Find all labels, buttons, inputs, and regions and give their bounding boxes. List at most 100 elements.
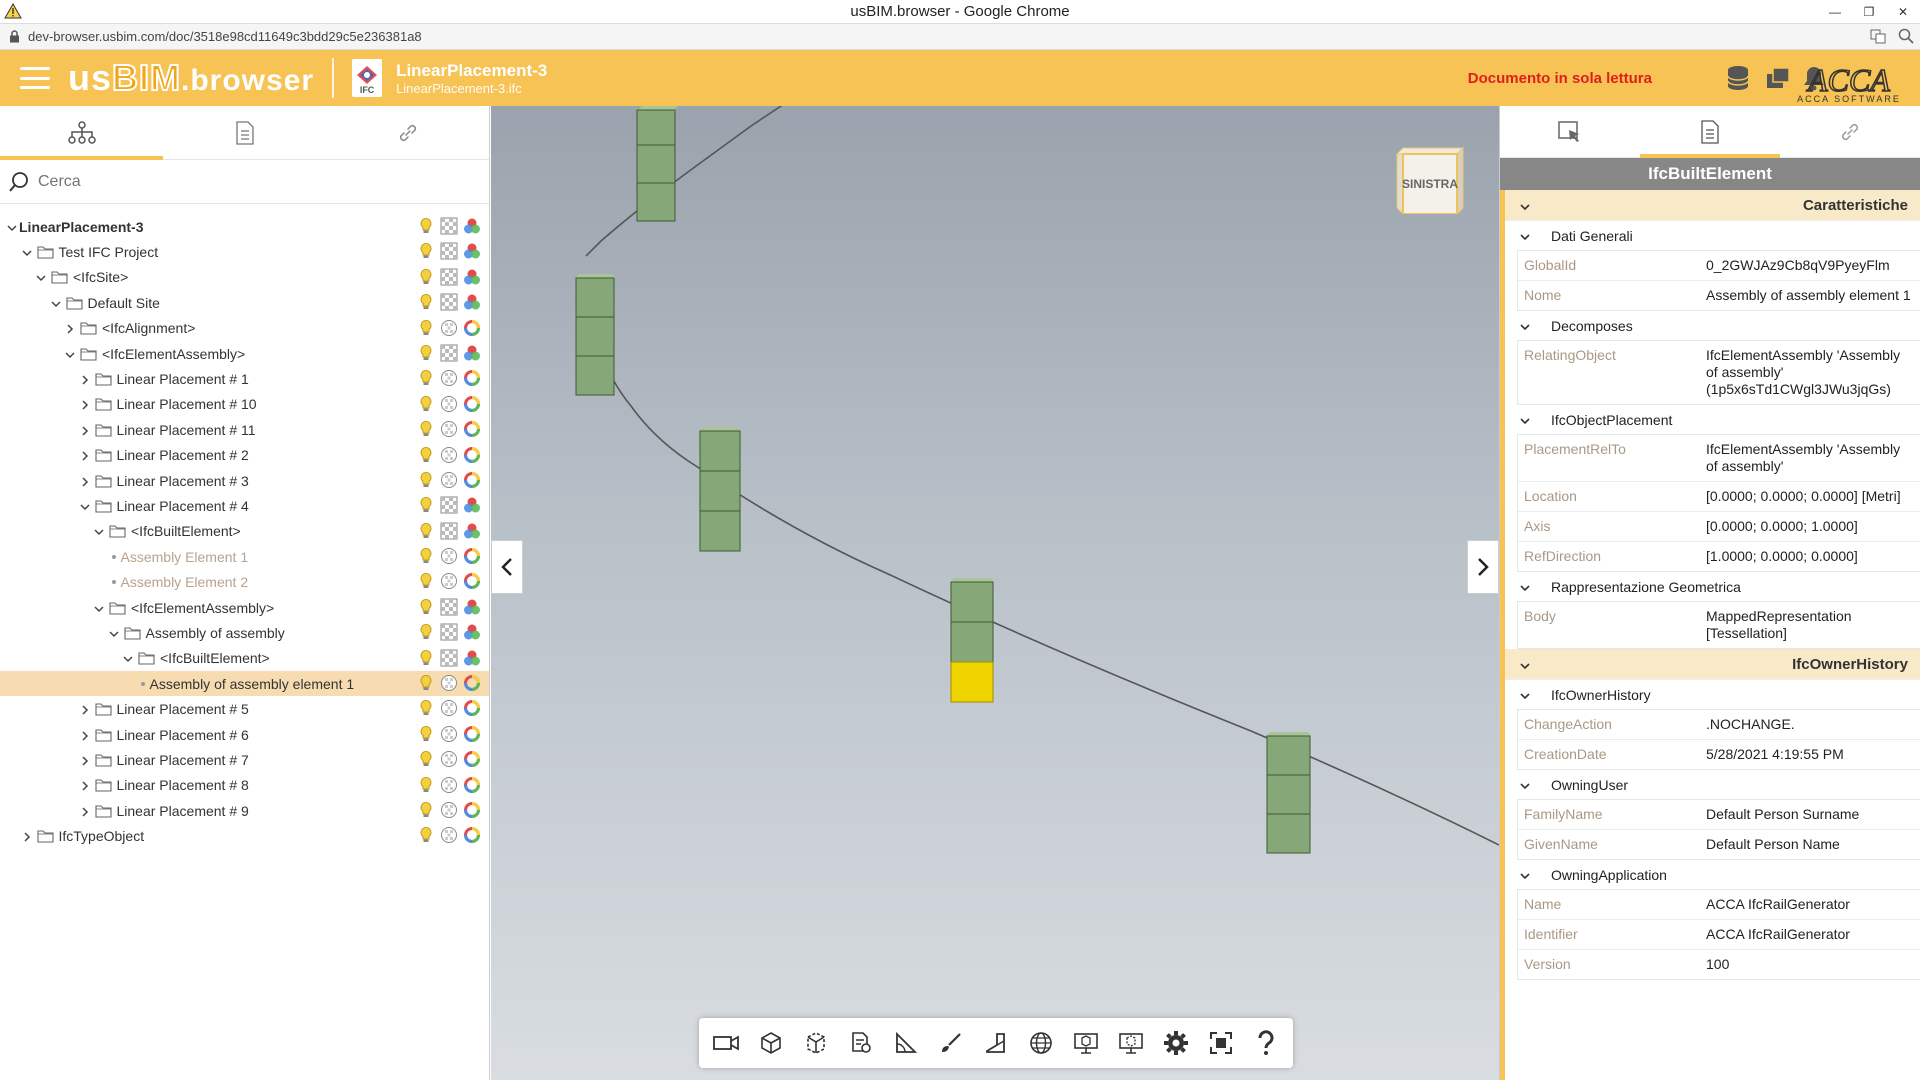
color-icon[interactable] [463,522,481,540]
presentation-icon[interactable] [1071,1028,1101,1058]
viewer-next-button[interactable] [1467,540,1499,594]
chevron-down-icon[interactable] [6,221,18,233]
color-icon[interactable] [463,344,481,362]
visibility-bulb-icon[interactable] [417,649,435,667]
tree-label[interactable]: <IfcBuiltElement> [131,523,241,540]
tree-label[interactable]: Assembly Element 2 [120,574,249,591]
chevron-right-icon[interactable] [79,754,91,766]
presentation-alt-icon[interactable] [1116,1028,1146,1058]
tab-selection-info[interactable] [1500,106,1640,157]
chevron-right-icon[interactable] [79,805,91,817]
tree-row[interactable]: Assembly Element 2 [0,569,489,594]
element-block-4[interactable] [950,578,994,703]
tree-label[interactable]: Linear Placement # 1 [116,371,249,388]
translate-icon[interactable] [1870,28,1886,44]
chevron-right-icon[interactable] [79,729,91,741]
color-icon[interactable] [463,496,481,514]
visibility-bulb-icon[interactable] [417,674,435,692]
visibility-bulb-icon[interactable] [417,725,435,743]
chevron-right-icon[interactable] [79,475,91,487]
visibility-bulb-icon[interactable] [417,776,435,794]
property-group-header[interactable]: Rappresentazione Geometrica [1505,572,1920,601]
chevron-down-icon[interactable] [21,246,33,258]
windows-icon[interactable] [1764,64,1792,92]
chevron-down-icon[interactable] [93,602,105,614]
chevron-down-icon[interactable] [1519,230,1531,246]
tree-label[interactable]: Assembly of assembly [145,624,285,641]
transparency-icon[interactable] [440,268,458,286]
tree-row[interactable]: Test IFC Project [0,239,489,264]
transparency-icon[interactable] [440,725,458,743]
3d-cube-icon[interactable] [756,1028,786,1058]
tab-links[interactable] [326,106,489,159]
property-group-header[interactable]: OwningApplication [1505,860,1920,889]
gear-icon[interactable] [1161,1028,1191,1058]
transparency-icon[interactable] [440,750,458,768]
visibility-bulb-icon[interactable] [417,547,435,565]
tree-row[interactable]: Linear Placement # 7 [0,747,489,772]
visibility-bulb-icon[interactable] [417,750,435,768]
address-bar[interactable]: dev-browser.usbim.com/doc/3518e98cd11649… [0,24,1920,50]
color-icon[interactable] [463,598,481,616]
color-icon[interactable] [463,776,481,794]
color-icon[interactable] [463,826,481,844]
transparency-icon[interactable] [440,293,458,311]
tree-row[interactable]: Linear Placement # 4 [0,493,489,518]
color-icon[interactable] [463,649,481,667]
color-icon[interactable] [463,801,481,819]
tree-label[interactable]: <IfcAlignment> [102,320,196,337]
transparency-icon[interactable] [440,801,458,819]
tree-label[interactable]: Linear Placement # 2 [116,447,249,464]
chevron-down-icon[interactable] [93,525,105,537]
chevron-down-icon[interactable] [1519,689,1531,705]
transparency-icon[interactable] [440,242,458,260]
tree-label[interactable]: Linear Placement # 9 [116,802,249,819]
visibility-bulb-icon[interactable] [417,395,435,413]
tree-label[interactable]: Linear Placement # 11 [116,421,256,438]
section-box-icon[interactable] [801,1028,831,1058]
viewer-prev-button[interactable] [491,540,523,594]
transparency-icon[interactable] [440,649,458,667]
tree-label[interactable]: <IfcElementAssembly> [102,345,246,362]
tree-label[interactable]: Assembly Element 1 [120,548,249,565]
transparency-icon[interactable] [440,217,458,235]
color-icon[interactable] [463,725,481,743]
visibility-bulb-icon[interactable] [417,420,435,438]
visibility-bulb-icon[interactable] [417,293,435,311]
tree-row[interactable]: Linear Placement # 10 [0,392,489,417]
tree-label[interactable]: Test IFC Project [58,244,159,261]
tree-row[interactable]: <IfcSite> [0,265,489,290]
property-group-header[interactable]: IfcOwnerHistory [1505,680,1920,709]
tree-row[interactable]: Linear Placement # 11 [0,417,489,442]
transparency-icon[interactable] [440,623,458,641]
tab-document-list[interactable] [163,106,326,159]
tree-label[interactable]: Linear Placement # 4 [116,497,249,514]
tab-properties[interactable] [1640,106,1780,158]
chevron-down-icon[interactable] [35,271,47,283]
chevron-down-icon[interactable] [1519,581,1531,597]
color-icon[interactable] [463,471,481,489]
view-cube[interactable]: SINISTRA [1393,146,1465,214]
globe-icon[interactable] [1026,1028,1056,1058]
tree-row[interactable]: <IfcElementAssembly> [0,341,489,366]
chevron-down-icon[interactable] [1519,320,1531,336]
property-group-header[interactable]: IfcObjectPlacement [1505,405,1920,434]
chevron-down-icon[interactable] [1519,414,1531,430]
chevron-down-icon[interactable] [122,652,134,664]
tree-row[interactable]: Linear Placement # 9 [0,798,489,823]
tree-row[interactable]: Default Site [0,290,489,315]
visibility-bulb-icon[interactable] [417,522,435,540]
menu-icon[interactable] [20,67,50,89]
color-icon[interactable] [463,623,481,641]
chevron-down-icon[interactable] [64,348,76,360]
element-block-3[interactable] [699,427,741,552]
chevron-right-icon[interactable] [79,398,91,410]
visibility-bulb-icon[interactable] [417,268,435,286]
database-icon[interactable] [1724,64,1752,92]
tree-label[interactable]: <IfcElementAssembly> [131,599,275,616]
tree-row[interactable]: Assembly Element 1 [0,544,489,569]
color-icon[interactable] [463,674,481,692]
visibility-bulb-icon[interactable] [417,496,435,514]
visibility-bulb-icon[interactable] [417,344,435,362]
color-icon[interactable] [463,217,481,235]
